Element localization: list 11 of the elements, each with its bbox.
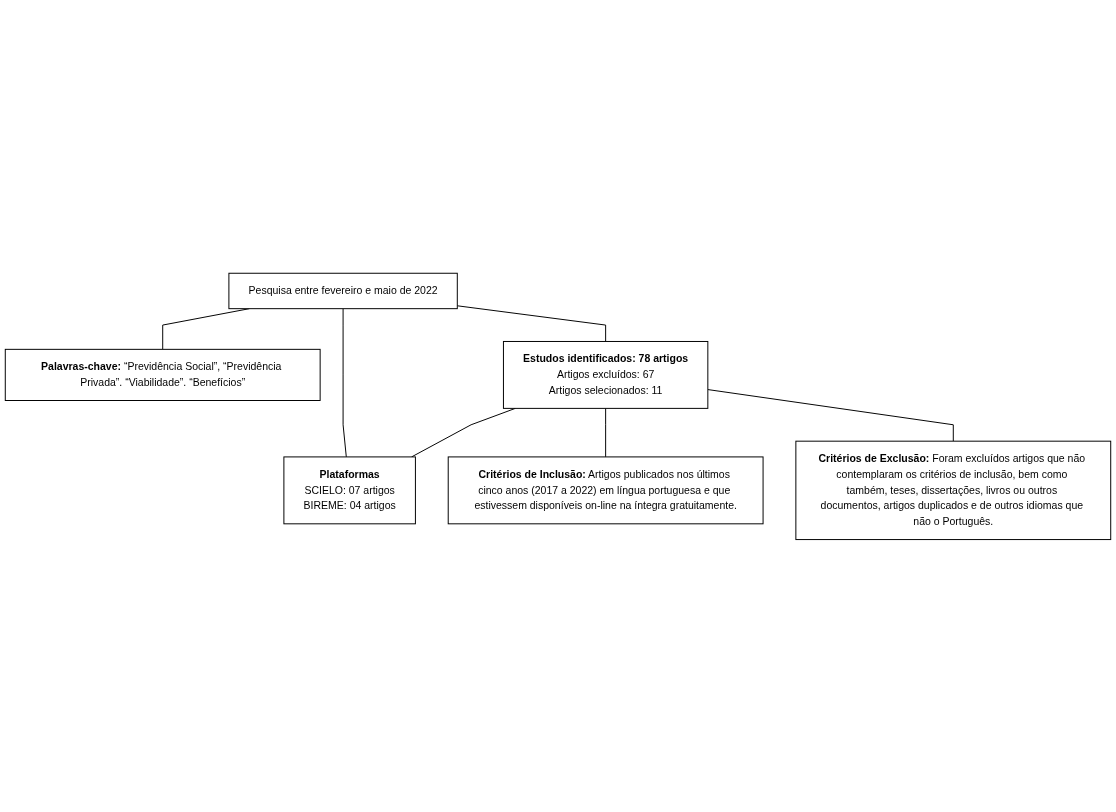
- connector: [342, 307, 347, 457]
- connector: [605, 407, 607, 457]
- node-box: Pesquisa entre fevereiro e maio de 2022: [228, 272, 458, 309]
- connector: [707, 388, 954, 442]
- connector: [411, 407, 516, 457]
- node-box: Critérios de Exclusão: Foram excluídos artigos que não contemplaram os critérios de inclusão, bem como também, teses, dissertações, livros ou outros documentos, artigos duplicados e de outros idiomas que não o Português.: [795, 440, 1112, 540]
- node-box: Plataformas SCIELO: 07 artigos BIREME: 04 artigos: [283, 456, 416, 524]
- node-box: Palavras-chave: “Previdência Social”, “Previdência Privada”. “Viabilidade”. “Benefícios”: [4, 348, 321, 401]
- node-box: Estudos identificados: 78 artigos Artigos excluídos: 67 Artigos selecionados: 11: [502, 340, 709, 409]
- node-box: Critérios de Inclusão: Artigos publicados nos últimos cinco anos (2017 a 2022) em língua portuguesa e que estivessem disponíveis on-line na íntegra gratuitamente.: [447, 456, 764, 524]
- connector: [456, 304, 607, 342]
